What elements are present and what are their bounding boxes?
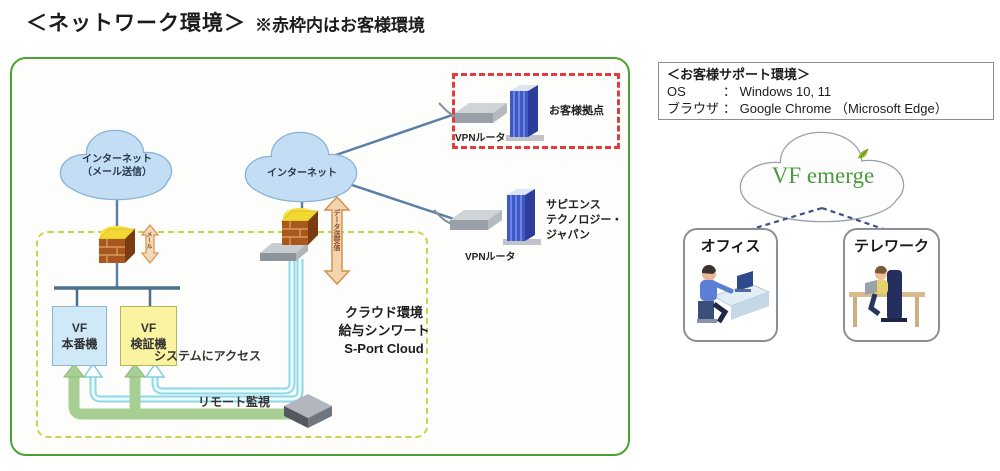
page-title: ＜ネットワーク環境＞ [26, 12, 246, 35]
vendor-company-line3: ジャパン [546, 229, 590, 241]
vf-emerge-cloud-icon [733, 131, 913, 223]
os-label: OS [667, 84, 686, 99]
vf-test-line1: VF [140, 321, 157, 335]
support-browser-row: ブラウザ ： Google Chrome （Microsoft Edge） [667, 100, 985, 117]
office-label: オフィス [700, 238, 761, 255]
cloud-env-line2: 給与シンワート [338, 323, 430, 338]
support-os-row: OS ： Windows 10, 11 [667, 83, 985, 100]
system-access-label: システムにアクセス [154, 349, 262, 363]
office-card: オフィス [683, 228, 778, 342]
emerge-connectors [741, 206, 893, 234]
vf-prod-line1: VF [71, 321, 88, 335]
customer-area-dashed-box [452, 73, 620, 149]
cloud-env-label: クラウド環境 給与シンワート S-Port Cloud [328, 304, 440, 358]
mail-arrow-label: メール [145, 231, 151, 249]
vf-prod-line2: 本番機 [61, 337, 98, 351]
mail-cloud-label: インターネット （メール送信） [62, 153, 172, 179]
telework-illustration [849, 265, 925, 327]
customer-site-label: お客様拠点 [549, 105, 604, 117]
vendor-company-line1: サピエンス [546, 199, 601, 211]
vendor-company-line2: テクノロジー・ [546, 214, 623, 226]
telework-label: テレワーク [853, 238, 929, 255]
vendor-building-icon [503, 189, 541, 245]
browser-value: ： Google Chrome （Microsoft Edge） [723, 101, 948, 116]
vendor-company-label: サピエンス テクノロジー・ ジャパン [546, 198, 630, 243]
mail-cloud-label-line2: （メール送信） [82, 167, 152, 178]
internet-cloud-label: インターネット [267, 168, 337, 179]
office-illustration [697, 264, 771, 324]
support-environment-panel: ＜お客様サポート環境＞ OS ： Windows 10, 11 ブラウザ ： G… [658, 62, 994, 120]
os-value: ： Windows 10, 11 [723, 84, 832, 99]
cloud-env-line3: S-Port Cloud [344, 341, 424, 356]
page-note: ※赤枠内はお客様環境 [255, 16, 425, 35]
vendor-vpn-router-icon [433, 209, 502, 230]
mail-cloud-label-line1: インターネット [82, 154, 152, 165]
leaf-icon [858, 148, 869, 159]
data-arrow-label: データ送受信 [333, 209, 340, 251]
browser-label: ブラウザ [667, 101, 720, 116]
vf-production-server-box: VF 本番機 [52, 306, 107, 366]
cloud-environment-dashed-box [36, 231, 428, 438]
vf-emerge-label: VF emerge [771, 163, 875, 188]
vf-verification-server-box: VF 検証機 [120, 306, 177, 366]
vpn-router-top-label: VPNルータ [455, 133, 506, 144]
telework-card: テレワーク [843, 228, 940, 342]
vpn-router-bottom-label: VPNルータ [465, 252, 516, 263]
support-heading: ＜お客様サポート環境＞ [667, 67, 811, 82]
cloud-env-line1: クラウド環境 [344, 305, 423, 320]
vf-test-line2: 検証機 [130, 337, 167, 351]
network-diagram-panel: インターネット （メール送信） インターネット メール データ送受信 お客様拠点… [10, 57, 630, 456]
remote-monitoring-label: リモート監視 [198, 395, 271, 409]
